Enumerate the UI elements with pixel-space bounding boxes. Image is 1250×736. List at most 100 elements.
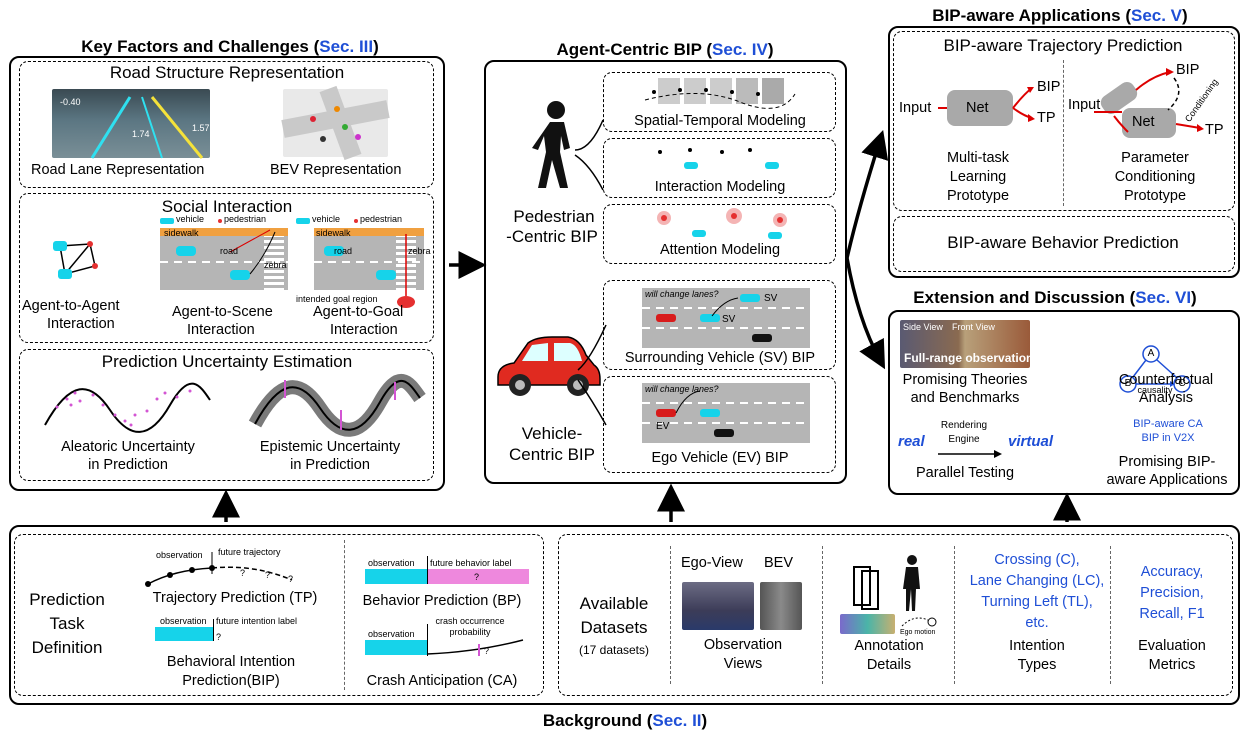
aleatoric-label-2: in Prediction — [88, 457, 168, 473]
scene-road-icon — [160, 218, 288, 290]
node-a: A — [1147, 348, 1155, 359]
causality-label: causality — [1137, 385, 1173, 395]
tp-observation-label: observation — [156, 550, 203, 560]
sv-lane-icon — [642, 294, 810, 342]
bp-q: ? — [474, 572, 480, 582]
metrics-label-1: Evaluation — [1138, 638, 1206, 654]
bip-observation-bar — [155, 627, 213, 641]
road-lane-image: -0.40 1.74 1.57 — [52, 89, 210, 159]
a2a-label-1: Agent-to-Agent — [22, 298, 120, 314]
trajectory-app-title: BIP-aware Trajectory Prediction — [943, 36, 1183, 55]
tp-label: Trajectory Prediction (TP) — [152, 590, 318, 606]
bp-label: Behavior Prediction (BP) — [362, 593, 522, 609]
bev-dataset-label: BEV — [764, 555, 794, 571]
bp-observation-bar — [365, 569, 427, 584]
social-title: Social Interaction — [161, 197, 293, 216]
pedestrian-legend: pedestrian — [224, 214, 267, 224]
annotation-label-1: Annotation — [854, 638, 924, 654]
interaction-box — [603, 138, 836, 198]
bev-dataset-image — [760, 582, 802, 630]
tp-q2: ? — [265, 570, 271, 580]
theories-label-2: and Benchmarks — [910, 390, 1020, 406]
metric-recall-f1: Recall, F1 — [1139, 606, 1205, 622]
tp-q1: ? — [240, 568, 246, 578]
sv-tag-2: SV — [722, 314, 736, 325]
a2a-label-2: Interaction — [47, 316, 115, 332]
social-box — [19, 193, 434, 343]
attention-label: Attention Modeling — [659, 242, 781, 258]
ev-tag: EV — [656, 421, 670, 432]
mt-label-1: Multi-task — [946, 150, 1010, 166]
front-view-label: Front View — [952, 322, 995, 332]
intent-lane-changing: Lane Changing (LC), — [969, 573, 1105, 589]
agent-to-goal-diagram: vehicle pedestrian sidewalk road zebra i… — [296, 214, 431, 308]
bev-label: BEV Representation — [270, 162, 402, 178]
metric-precision: Precision, — [1140, 585, 1204, 601]
sv-will-change: will change lanes? — [645, 289, 719, 299]
sv-tag-1: SV — [764, 293, 778, 304]
lane-num-3: 1.57 — [192, 123, 210, 133]
lane-num-1: -0.40 — [60, 97, 81, 107]
pc-bip-label: BIP — [1176, 62, 1200, 78]
bip-observation-label: observation — [160, 616, 207, 626]
interaction-label: Interaction Modeling — [654, 179, 786, 195]
applications-title: BIP-aware Applications (Sec. V) — [932, 6, 1188, 25]
segmentation-image — [840, 614, 895, 634]
bip-divider — [213, 619, 214, 641]
ego-view-label: Ego-View — [681, 555, 743, 571]
bev-intersection-icon — [281, 85, 390, 161]
ca-q: ? — [484, 646, 490, 656]
ego-motion-label: Ego motion — [900, 629, 936, 636]
ca-prob-label-1: crash occurrence — [435, 616, 505, 626]
rendering-label-2: Engine — [948, 434, 980, 445]
obs-views-label-1: Observation — [703, 637, 783, 653]
trajectory-app-box — [893, 31, 1235, 211]
datasets-box — [558, 534, 1233, 696]
a2g-label-2: Interaction — [330, 322, 398, 338]
intent-turning-left: Turning Left (TL), — [981, 594, 1093, 610]
vehicle-legend: vehicle — [176, 214, 205, 224]
road-structure-box — [19, 61, 434, 188]
rendering-label-1: Rendering — [940, 420, 988, 431]
sv-road: will change lanes? SV SV — [642, 288, 810, 348]
param-conditioning-icon — [1094, 68, 1204, 138]
ego-motion-icon — [901, 617, 937, 627]
spatial-temporal-icon — [644, 78, 796, 109]
ca-probability-curve-icon — [426, 639, 524, 656]
bip-label-1: Behavioral Intention — [166, 654, 296, 670]
pc-label-2: Conditioning — [1114, 169, 1196, 185]
a2s-label-1: Agent-to-Scene — [172, 304, 273, 320]
pedestrian-branch-lines — [574, 119, 604, 191]
ev-will-change: will change lanes? — [645, 384, 719, 394]
pedestrian-legend-2: pedestrian — [360, 214, 403, 224]
bev-image — [281, 85, 390, 161]
sv-label: Surrounding Vehicle (SV) BIP — [624, 350, 816, 366]
mt-bip-label: BIP — [1037, 79, 1061, 95]
a2s-label-2: Interaction — [187, 322, 255, 338]
zebra-label: zebra — [264, 260, 287, 270]
bip-q: ? — [216, 632, 222, 642]
ca-prob-label-2: probability — [449, 627, 491, 637]
ds-divider-2 — [822, 546, 823, 684]
causal-graph-icon — [1119, 345, 1191, 393]
trajectory-curve-icon — [145, 552, 293, 587]
pedestrian-icon — [532, 101, 570, 188]
datasets-label-1: Available — [579, 594, 649, 613]
prediction-task-box — [14, 534, 544, 696]
sidewalk-label-2: sidewalk — [316, 228, 351, 238]
epistemic-label-2: in Prediction — [290, 457, 370, 473]
lane-num-2: 1.74 — [132, 129, 150, 139]
spatial-box — [603, 72, 836, 132]
multitask-diagram-icon — [938, 87, 1035, 126]
ev-lane-icon — [642, 390, 810, 437]
ds-divider-3 — [954, 546, 955, 684]
attention-box — [603, 204, 836, 264]
ds-divider-4 — [1110, 546, 1111, 684]
theories-label-1: Promising Theories — [902, 372, 1028, 388]
road-label: road — [220, 246, 239, 256]
virtual-label: virtual — [1008, 433, 1054, 450]
goal-road-icon — [296, 218, 424, 308]
bip-label-2: Prediction(BIP) — [182, 673, 280, 689]
full-range-image: Side View Front View Full-range observat… — [900, 320, 1033, 368]
